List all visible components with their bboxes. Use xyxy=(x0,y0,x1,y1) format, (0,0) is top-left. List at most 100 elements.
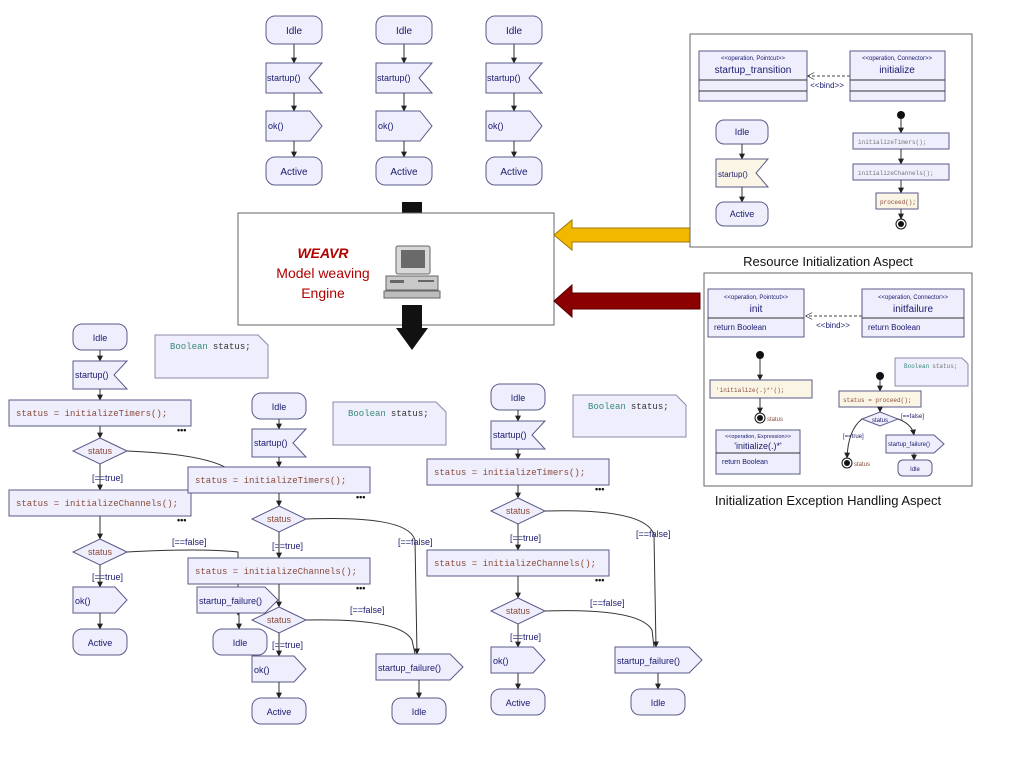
idle-state xyxy=(212,628,268,656)
bottom-flow-1: Idle startup() status = initializeTimers… xyxy=(8,323,279,656)
active-state xyxy=(485,156,543,186)
action-node xyxy=(8,489,192,517)
action-label: 'initialize(.)*'(); xyxy=(716,387,784,394)
action-label: status = initializeChannels(); xyxy=(195,567,357,577)
idle-state xyxy=(630,688,686,716)
guard-true: [==true] xyxy=(843,434,864,440)
ok-signal xyxy=(375,110,433,142)
failure-signal xyxy=(885,434,945,454)
proceed-label: proceed(); xyxy=(880,199,916,206)
note xyxy=(572,394,687,438)
connector-stereotype: <<operation, Connector>> xyxy=(862,56,933,62)
active-state xyxy=(251,697,307,725)
guard-true: [==true] xyxy=(92,572,123,582)
left-arrow-icon xyxy=(553,283,701,319)
ok-signal xyxy=(490,646,546,674)
connector-box xyxy=(861,288,965,338)
engine-title: WEAVR xyxy=(297,245,349,261)
pointcut-return: return Boolean xyxy=(714,323,766,332)
action-label: initializeChannels(); xyxy=(858,170,934,177)
decision-label: status xyxy=(267,615,292,625)
initialization-exception-handling-aspect: <<operation, Pointcut>> init return Bool… xyxy=(703,272,973,508)
guard-true: [==true] xyxy=(92,473,123,483)
action-label: status = initializeChannels(); xyxy=(16,499,178,509)
resource-initialization-aspect: <<operation, Pointcut>> startup_transiti… xyxy=(689,33,973,269)
action-label: status = initializeTimers(); xyxy=(195,476,346,486)
guard-false: [==false] xyxy=(901,414,924,420)
idle-label: Idle xyxy=(735,127,750,137)
initial-node xyxy=(756,351,764,359)
startup-signal xyxy=(251,428,308,458)
startup-label: startup() xyxy=(487,73,521,83)
aspect1-caption: Resource Initialization Aspect xyxy=(743,254,913,269)
expression-name: 'initialize(.)*' xyxy=(734,441,782,451)
action-label: status = initializeTimers(); xyxy=(434,468,585,478)
engine-line1: Model weaving xyxy=(276,265,369,281)
guard-false: [==false] xyxy=(350,605,385,615)
pointcut-name: startup_transition xyxy=(715,65,792,76)
decision-label: status xyxy=(88,547,113,557)
pointcut-box xyxy=(698,50,808,102)
action-node xyxy=(426,549,610,577)
action-label: status = initializeTimers(); xyxy=(16,409,167,419)
active-label: Active xyxy=(506,698,531,708)
ok-signal xyxy=(251,655,307,683)
final-status: status xyxy=(854,462,870,468)
pointcut-stereotype: <<operation, Pointcut>> xyxy=(724,295,789,301)
expression-stereotype: <<operation, Expression>> xyxy=(725,434,791,440)
proceed-node xyxy=(875,192,919,210)
startup-label: startup() xyxy=(267,73,301,83)
action-node xyxy=(426,458,610,486)
ok-label: ok() xyxy=(378,121,394,131)
note xyxy=(894,357,969,387)
failure-signal xyxy=(196,586,279,614)
idle-label: Idle xyxy=(910,467,920,473)
startup-label: startup() xyxy=(75,370,109,380)
idle-label: Idle xyxy=(93,333,108,343)
guard-false: [==false] xyxy=(590,598,625,608)
ok-label: ok() xyxy=(75,596,91,606)
note xyxy=(332,401,447,446)
active-state xyxy=(375,156,433,186)
ok-label: ok() xyxy=(268,121,284,131)
active-state xyxy=(72,628,128,656)
active-label: Active xyxy=(390,167,418,178)
guard-true: [==true] xyxy=(272,640,303,650)
guard-true: [==true] xyxy=(272,541,303,551)
action-node xyxy=(709,379,813,399)
left-arrow-icon xyxy=(553,218,701,252)
down-arrow-icon xyxy=(396,305,428,350)
idle-label: Idle xyxy=(286,26,303,37)
action-node xyxy=(8,399,192,427)
weaving-engine: WEAVR Model weaving Engine xyxy=(237,202,701,350)
engine-line2: Engine xyxy=(301,285,345,301)
expression-box xyxy=(715,429,801,475)
bind-label: <<bind>> xyxy=(816,321,850,330)
more-indicator: ••• xyxy=(356,492,365,502)
guard-true: [==true] xyxy=(510,632,541,642)
idle-state xyxy=(391,697,447,725)
aspect2-caption: Initialization Exception Handling Aspect xyxy=(715,493,942,508)
connector-return: return Boolean xyxy=(868,323,920,332)
startup-label: startup() xyxy=(718,170,748,179)
decision-label: status xyxy=(88,446,113,456)
note xyxy=(154,334,269,379)
active-label: Active xyxy=(500,167,528,178)
active-label: Active xyxy=(88,638,113,648)
top-machine-3: Idle startup() ok() Active xyxy=(485,15,544,186)
ok-label: ok() xyxy=(254,665,270,675)
ok-signal xyxy=(72,586,128,614)
active-label: Active xyxy=(267,707,292,717)
final-status: status xyxy=(767,417,783,423)
startup-signal xyxy=(265,62,324,94)
guard-true: [==true] xyxy=(510,533,541,543)
more-indicator: ••• xyxy=(595,484,604,494)
startup-signal xyxy=(375,62,434,94)
decision-label: status xyxy=(506,606,531,616)
more-indicator: ••• xyxy=(595,575,604,585)
bottom-flow-2: Idle startup() status = initializeTimers… xyxy=(187,392,464,725)
